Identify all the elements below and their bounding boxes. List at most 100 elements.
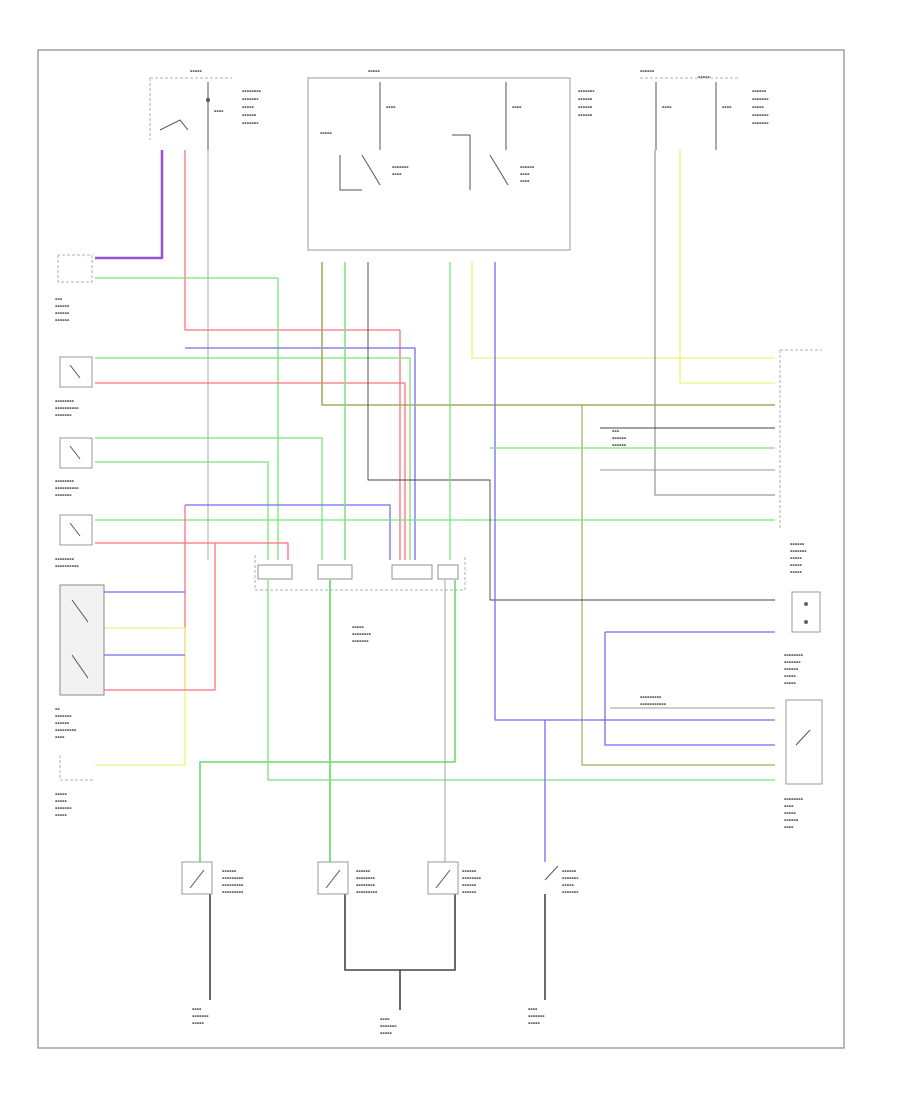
wire-green-sw1: [95, 357, 411, 560]
svg-text:▪▪▪▪▪: ▪▪▪▪▪: [380, 1031, 392, 1035]
svg-text:▪▪▪▪: ▪▪▪▪: [528, 1007, 538, 1011]
svg-text:▪▪▪▪▪▪▪▪: ▪▪▪▪▪▪▪▪: [55, 399, 75, 403]
connector: [437, 564, 459, 580]
wire-red-mode: [104, 543, 216, 691]
svg-text:▪▪▪▪▪▪: ▪▪▪▪▪▪: [784, 667, 799, 671]
svg-text:▪▪▪▪▪▪▪▪: ▪▪▪▪▪▪▪▪: [352, 632, 372, 636]
svg-text:▪▪▪▪▪▪▪: ▪▪▪▪▪▪▪: [380, 1024, 397, 1028]
svg-text:▪▪▪▪▪▪: ▪▪▪▪▪▪: [578, 113, 593, 117]
svg-text:▪▪▪▪: ▪▪▪▪: [722, 105, 732, 109]
wire-green-cu3: [199, 580, 456, 862]
svg-text:▪▪▪▪▪: ▪▪▪▪▪: [55, 792, 67, 796]
right-connector-block: ▪▪▪ ▪▪▪▪▪▪ ▪▪▪▪▪▪: [612, 349, 822, 530]
svg-text:▪▪▪▪▪: ▪▪▪▪▪: [320, 131, 332, 135]
switch-icon: [71, 599, 89, 623]
wire-yellow-mode: [95, 627, 186, 766]
svg-text:▪▪▪▪▪▪▪▪▪: ▪▪▪▪▪▪▪▪▪: [222, 883, 244, 887]
wire-red-sw1: [95, 382, 406, 560]
svg-text:▪▪▪▪: ▪▪▪▪: [784, 825, 794, 829]
svg-text:▪▪▪▪: ▪▪▪▪: [55, 735, 65, 739]
wire-green-cu1: [267, 580, 775, 781]
svg-text:▪▪▪▪: ▪▪▪▪: [520, 172, 530, 176]
svg-text:▪▪▪▪▪▪▪: ▪▪▪▪▪▪▪: [392, 165, 409, 169]
svg-text:▪▪▪▪▪▪: ▪▪▪▪▪▪: [356, 869, 371, 873]
wire-green-sw2: [95, 437, 323, 560]
svg-text:▪▪▪▪▪: ▪▪▪▪▪: [242, 105, 254, 109]
right-sensor-1: ▪▪▪▪▪▪ ▪▪▪▪▪▪▪ ▪▪▪▪▪ ▪▪▪▪▪ ▪▪▪▪▪: [790, 542, 821, 633]
switch-icon: [71, 654, 89, 679]
svg-text:▪▪▪▪▪▪▪: ▪▪▪▪▪▪▪: [752, 121, 769, 125]
svg-text:▪▪▪▪: ▪▪▪▪: [380, 1017, 390, 1021]
svg-text:▪▪▪▪▪▪▪▪: ▪▪▪▪▪▪▪▪: [784, 653, 804, 657]
svg-text:▪▪▪▪▪▪: ▪▪▪▪▪▪: [462, 890, 477, 894]
svg-text:▪▪▪▪▪▪▪: ▪▪▪▪▪▪▪: [55, 413, 72, 417]
svg-text:▪▪▪▪▪▪▪▪: ▪▪▪▪▪▪▪▪: [55, 557, 75, 561]
svg-text:▪▪▪▪: ▪▪▪▪: [512, 105, 522, 109]
svg-text:▪▪▪▪▪: ▪▪▪▪▪: [368, 69, 380, 73]
svg-text:▪▪▪▪▪▪: ▪▪▪▪▪▪: [790, 542, 805, 546]
wire-group: [95, 150, 775, 1010]
svg-text:▪▪▪▪▪▪▪: ▪▪▪▪▪▪▪: [562, 890, 579, 894]
svg-text:▪▪▪▪▪▪▪: ▪▪▪▪▪▪▪: [55, 493, 72, 497]
svg-text:▪▪▪▪▪▪▪▪: ▪▪▪▪▪▪▪▪: [462, 876, 482, 880]
svg-text:▪▪▪▪▪: ▪▪▪▪▪: [55, 813, 67, 817]
svg-text:▪▪▪▪▪: ▪▪▪▪▪: [190, 69, 202, 73]
svg-text:▪▪▪▪▪: ▪▪▪▪▪: [790, 556, 802, 560]
connector: [391, 564, 433, 580]
wire-blue-top: [185, 347, 416, 560]
wire-blue-rs: [604, 632, 775, 746]
relay-switch-icon: [489, 154, 509, 186]
svg-text:▪▪▪▪▪▪: ▪▪▪▪▪▪: [578, 105, 593, 109]
svg-text:▪▪▪▪▪▪▪: ▪▪▪▪▪▪▪: [790, 549, 807, 553]
svg-text:▪▪▪▪▪▪▪: ▪▪▪▪▪▪▪: [578, 89, 595, 93]
svg-text:▪▪▪▪▪: ▪▪▪▪▪: [698, 75, 710, 79]
wire-red-sw3: [95, 542, 289, 560]
right-switch-unit: ▪▪▪▪▪▪▪▪ ▪▪▪▪▪▪▪ ▪▪▪▪▪▪ ▪▪▪▪▪ ▪▪▪▪▪ ▪▪▪▪…: [640, 653, 823, 829]
wire-gray-right: [654, 150, 775, 496]
svg-text:▪▪▪▪▪: ▪▪▪▪▪: [784, 811, 796, 815]
svg-text:▪▪▪▪▪▪▪: ▪▪▪▪▪▪▪: [242, 97, 259, 101]
fuse-box-left: ▪▪▪▪▪ ▪▪▪▪ ▪▪▪▪▪▪▪▪ ▪▪▪▪▪▪▪ ▪▪▪▪▪ ▪▪▪▪▪▪…: [149, 69, 262, 150]
svg-text:▪▪▪▪▪▪: ▪▪▪▪▪▪: [222, 869, 237, 873]
mode-switch: ▪▪ ▪▪▪▪▪▪▪ ▪▪▪▪▪▪ ▪▪▪▪▪▪▪▪▪ ▪▪▪▪: [55, 584, 105, 739]
svg-text:▪▪▪▪▪: ▪▪▪▪▪: [784, 674, 796, 678]
svg-text:▪▪▪▪▪▪▪▪▪▪: ▪▪▪▪▪▪▪▪▪▪: [55, 486, 79, 490]
svg-text:▪▪▪▪▪▪▪▪▪▪: ▪▪▪▪▪▪▪▪▪▪: [55, 564, 79, 568]
svg-text:▪▪▪▪▪▪: ▪▪▪▪▪▪: [55, 721, 70, 725]
svg-text:▪▪▪▪▪▪▪: ▪▪▪▪▪▪▪: [55, 714, 72, 718]
wire-yellow-right: [679, 150, 775, 384]
svg-text:▪▪▪▪▪▪▪▪: ▪▪▪▪▪▪▪▪: [356, 876, 376, 880]
svg-text:▪▪▪▪▪▪: ▪▪▪▪▪▪: [55, 304, 70, 308]
wire-yellow-c2: [471, 262, 775, 359]
svg-text:▪▪▪▪▪▪▪: ▪▪▪▪▪▪▪: [55, 806, 72, 810]
svg-text:▪▪▪▪▪▪▪▪: ▪▪▪▪▪▪▪▪: [356, 883, 376, 887]
svg-text:▪▪▪▪▪▪: ▪▪▪▪▪▪: [640, 69, 655, 73]
svg-text:▪▪▪▪▪▪: ▪▪▪▪▪▪: [784, 818, 799, 822]
svg-text:▪▪▪▪: ▪▪▪▪: [386, 105, 396, 109]
wire-black-c1: [367, 262, 775, 601]
svg-text:▪▪▪▪▪: ▪▪▪▪▪: [790, 570, 802, 574]
wire-green-s1: [95, 277, 279, 560]
bottom-switch-3: ▪▪▪▪▪▪ ▪▪▪▪▪▪▪▪ ▪▪▪▪▪▪ ▪▪▪▪▪▪: [427, 861, 482, 895]
svg-text:▪▪▪▪: ▪▪▪▪: [784, 804, 794, 808]
svg-text:▪▪▪▪▪▪: ▪▪▪▪▪▪: [462, 883, 477, 887]
svg-text:▪▪▪▪▪▪▪▪▪: ▪▪▪▪▪▪▪▪▪: [222, 890, 244, 894]
bottom-switch-1: ▪▪▪▪▪▪ ▪▪▪▪▪▪▪▪▪ ▪▪▪▪▪▪▪▪▪ ▪▪▪▪▪▪▪▪▪: [181, 861, 244, 895]
switch-icon: [189, 869, 205, 889]
svg-text:▪▪▪▪▪▪▪: ▪▪▪▪▪▪▪: [528, 1014, 545, 1018]
svg-text:▪▪▪▪▪▪▪▪▪: ▪▪▪▪▪▪▪▪▪: [55, 728, 77, 732]
svg-text:▪▪▪▪▪▪▪▪▪: ▪▪▪▪▪▪▪▪▪: [640, 695, 662, 699]
svg-text:▪▪▪▪▪▪▪: ▪▪▪▪▪▪▪: [242, 121, 259, 125]
svg-text:▪▪▪▪▪▪: ▪▪▪▪▪▪: [55, 311, 70, 315]
svg-text:▪▪▪▪▪▪▪▪: ▪▪▪▪▪▪▪▪: [784, 797, 804, 801]
fuse-icon: [206, 98, 210, 102]
switch-icon: [69, 522, 81, 537]
fuse-box-right: ▪▪▪▪▪▪ ▪▪▪▪▪ ▪▪▪▪ ▪▪▪▪ ▪▪▪▪▪▪ ▪▪▪▪▪▪▪ ▪▪…: [640, 69, 769, 150]
left-sensor-2: ▪▪▪▪▪ ▪▪▪▪▪ ▪▪▪▪▪▪▪ ▪▪▪▪▪: [55, 755, 95, 817]
svg-text:▪▪▪▪▪: ▪▪▪▪▪: [352, 625, 364, 629]
connector: [257, 564, 293, 580]
svg-text:▪▪▪: ▪▪▪: [612, 429, 620, 433]
svg-text:▪▪▪▪▪: ▪▪▪▪▪: [55, 799, 67, 803]
